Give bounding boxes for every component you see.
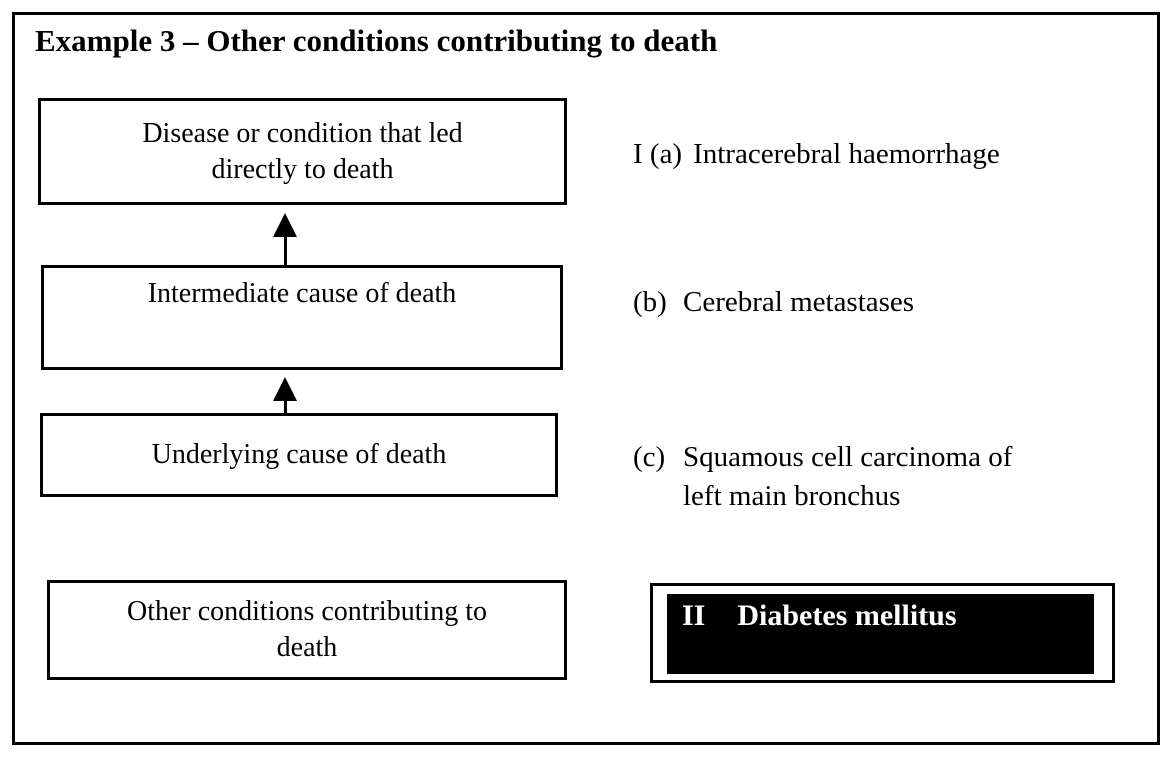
arrowhead-up-icon bbox=[273, 377, 297, 401]
flow-box-other-conditions-label: Other conditions contributing to death bbox=[126, 596, 488, 663]
flow-box-underlying-cause-label: Underlying cause of death bbox=[151, 439, 447, 470]
cause-entry-text: Cerebral metastases bbox=[683, 286, 915, 318]
arrow-shaft bbox=[283, 401, 287, 413]
flow-box-direct-cause: Disease or condition that led directly t… bbox=[38, 98, 567, 205]
part2-entry-highlight: II Diabetes mellitus bbox=[667, 594, 1094, 674]
flow-box-intermediate-cause-label: Intermediate cause of death bbox=[147, 278, 457, 309]
flow-box-other-conditions: Other conditions contributing to death bbox=[47, 580, 567, 680]
arrow-shaft bbox=[283, 237, 287, 267]
page-title: Example 3 – Other conditions contributin… bbox=[35, 23, 718, 58]
cause-entry-prefix: (b) bbox=[633, 286, 667, 318]
cause-entry-part1-b: (b) Cerebral metastases bbox=[633, 283, 914, 322]
cause-entry-prefix: (c) bbox=[633, 441, 666, 473]
part2-entry-box: II Diabetes mellitus bbox=[650, 583, 1115, 683]
cause-entry-text: Intracerebral haemorrhage bbox=[693, 138, 1000, 170]
flow-box-direct-cause-label: Disease or condition that led directly t… bbox=[142, 117, 463, 185]
cause-entry-text: Squamous cell carcinoma of left main bro… bbox=[683, 441, 1013, 512]
diagram-frame: Example 3 – Other conditions contributin… bbox=[12, 12, 1160, 745]
cause-entry-prefix: I (a) bbox=[633, 138, 683, 170]
cause-entry-prefix: II bbox=[682, 599, 706, 632]
cause-entry-part1-a: I (a) Intracerebral haemorrhage bbox=[633, 135, 1000, 174]
up-arrow-intermediate-to-direct bbox=[273, 213, 297, 267]
flow-box-underlying-cause: Underlying cause of death bbox=[40, 413, 558, 497]
arrowhead-up-icon bbox=[273, 213, 297, 237]
flow-box-intermediate-cause: Intermediate cause of death bbox=[41, 265, 563, 370]
cause-entry-part1-c: (c) Squamous cell carcinoma of left main… bbox=[633, 438, 1012, 516]
up-arrow-underlying-to-intermediate bbox=[273, 377, 297, 413]
cause-entry-text: Diabetes mellitus bbox=[737, 599, 957, 632]
